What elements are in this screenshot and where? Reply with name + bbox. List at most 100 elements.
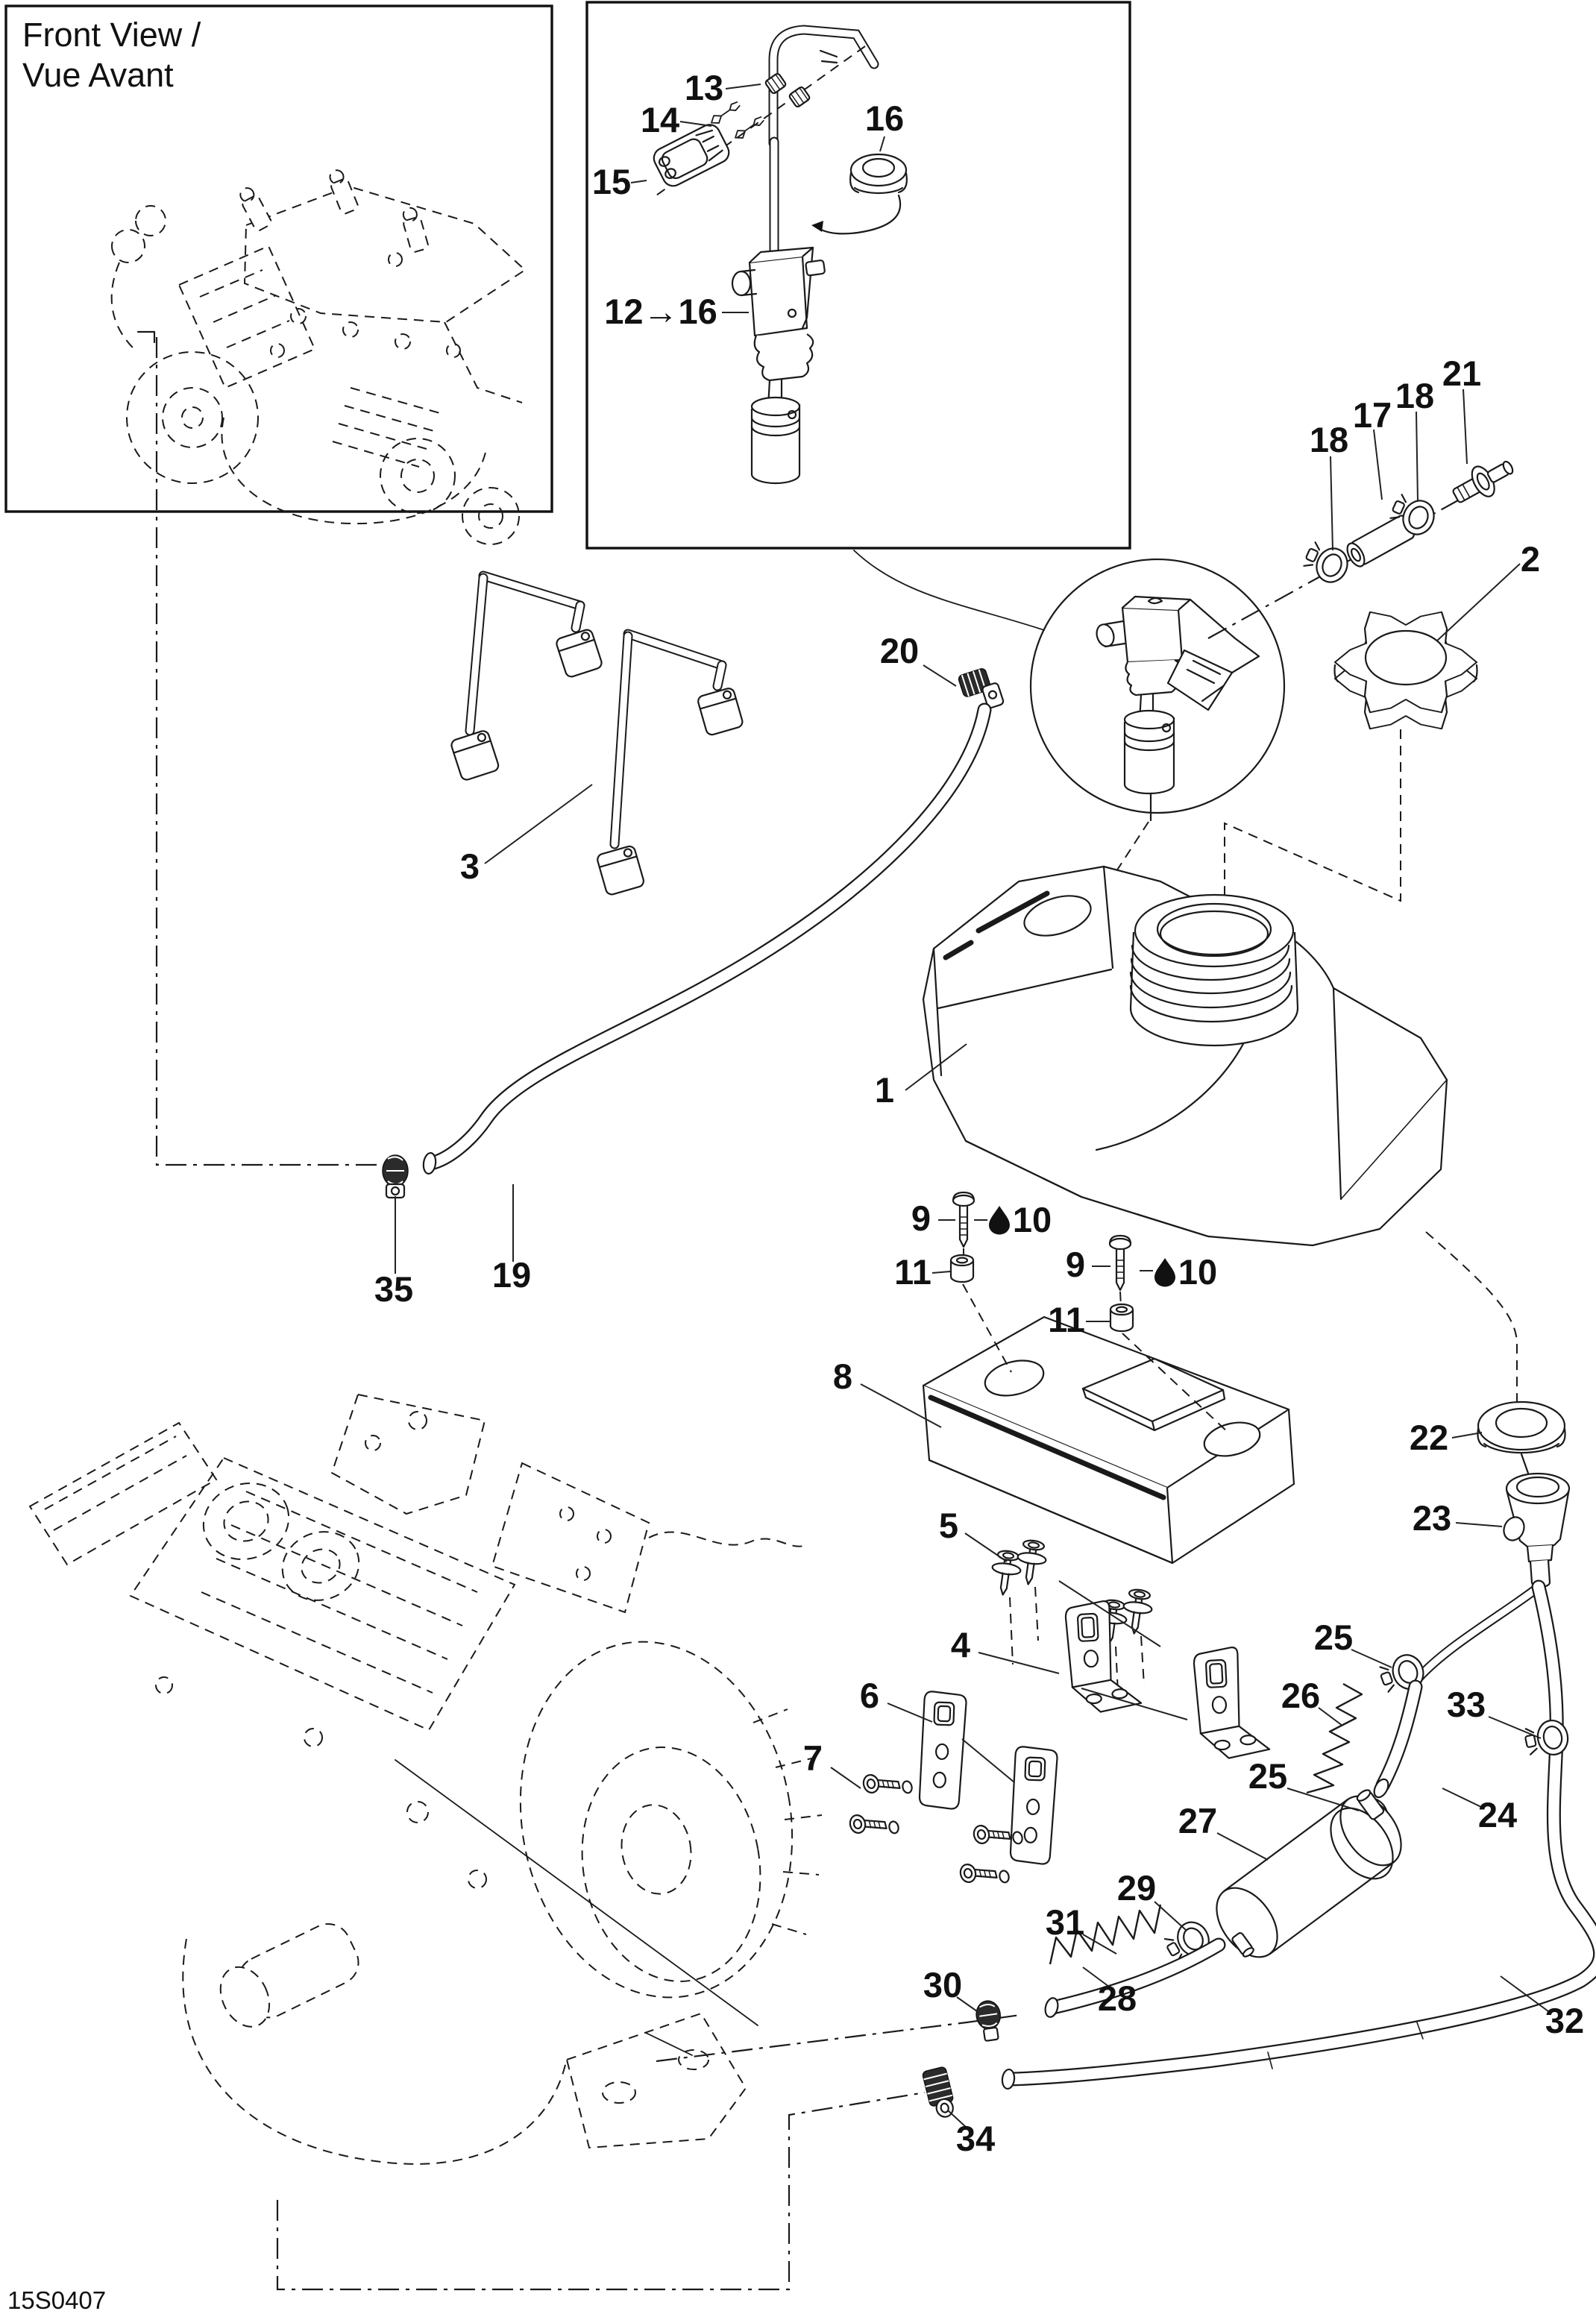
- view-title-line2: Vue Avant: [22, 56, 174, 94]
- callout-32: 32: [1500, 1975, 1584, 2040]
- svg-text:3: 3: [460, 846, 480, 886]
- callout-29: 29: [1117, 1868, 1187, 1931]
- dash-dot-reference-lines: [155, 337, 1532, 2291]
- spring-31: [1049, 1904, 1162, 1965]
- svg-text:10: 10: [1013, 1200, 1052, 1239]
- svg-text:10: 10: [1178, 1252, 1217, 1292]
- callout-11b: 11: [1048, 1300, 1111, 1339]
- vent-hose-17: [1346, 515, 1415, 568]
- svg-text:19: 19: [492, 1255, 531, 1295]
- svg-text:30: 30: [923, 1965, 962, 2005]
- svg-text:31: 31: [1046, 1902, 1084, 1942]
- mounting-brackets: [847, 1538, 1271, 1893]
- filler-cap: [1333, 611, 1478, 730]
- callout-25a: 25: [1314, 1617, 1392, 1668]
- svg-text:7: 7: [803, 1738, 823, 1778]
- callout-22: 22: [1410, 1418, 1483, 1457]
- callout-15: 15: [592, 162, 647, 201]
- callout-24: 24: [1442, 1788, 1517, 1834]
- support-fasteners: [949, 1191, 1230, 1434]
- svg-text:1: 1: [875, 1070, 894, 1110]
- l-bracket: [1192, 1644, 1271, 1761]
- filler-grommet: [849, 153, 908, 195]
- fitting-30: [975, 2000, 1001, 2042]
- wire-terminal: [735, 116, 764, 139]
- svg-text:18: 18: [1395, 376, 1434, 415]
- callout-31: 31: [1046, 1902, 1117, 1955]
- sensor-bushing: [764, 72, 787, 95]
- callout-11a: 11: [894, 1252, 951, 1292]
- fitting-34: [922, 2066, 954, 2118]
- small-screw: [958, 1854, 1011, 1893]
- oil-level-sensor-detail: [653, 25, 908, 485]
- callout-1: 1: [875, 1043, 967, 1110]
- engine-front-view-sketch: [110, 169, 527, 545]
- sensor-body: [731, 246, 826, 485]
- callout-7: 7: [803, 1738, 861, 1789]
- svg-text:8: 8: [833, 1356, 852, 1396]
- elbow-fitting: [958, 668, 1005, 709]
- fitting-21: [1452, 460, 1514, 503]
- callout-27: 27: [1178, 1801, 1269, 1861]
- retaining-straps: [450, 570, 744, 896]
- callout-9a: 9: [911, 1198, 955, 1238]
- callout-21: 21: [1442, 353, 1481, 465]
- callout-10b: 10: [1140, 1252, 1217, 1292]
- check-valve-23: [1503, 1472, 1571, 1588]
- svg-text:21: 21: [1442, 353, 1481, 393]
- callout-28: 28: [1082, 1966, 1137, 2018]
- flat-bracket: [1009, 1745, 1059, 1866]
- callout-2: 2: [1436, 539, 1540, 642]
- oil-drop-icon: [989, 1206, 1010, 1235]
- bracket-screw: [1119, 1587, 1155, 1637]
- callout-12-16: 12→16: [604, 292, 749, 331]
- callouts: 1 2 3 4 5 6 7 8 9 10 11 9 10 11 12→16 13…: [374, 68, 1584, 2158]
- bracket-screw: [1013, 1538, 1049, 1588]
- magnified-sensor-view: [382, 558, 1286, 1199]
- foam-support: [922, 1315, 1295, 1565]
- svg-text:16: 16: [865, 98, 904, 138]
- svg-text:22: 22: [1410, 1418, 1448, 1457]
- svg-text:29: 29: [1117, 1868, 1156, 1908]
- flat-bracket: [918, 1690, 968, 1811]
- svg-text:32: 32: [1545, 2001, 1584, 2040]
- sensor-connector: [653, 124, 730, 187]
- callout-18b: 18: [1395, 376, 1434, 502]
- front-view-box: [4, 4, 553, 513]
- support-screw: [1108, 1234, 1132, 1292]
- drawing-number: 15S0407: [7, 2286, 106, 2314]
- filler-neck: [1129, 893, 1299, 1047]
- svg-text:4: 4: [951, 1625, 970, 1664]
- tank-outlet-parts: [922, 1400, 1596, 2118]
- spacer-bushing: [1109, 1303, 1134, 1333]
- callout-19: 19: [492, 1184, 531, 1295]
- small-screw: [847, 1805, 901, 1844]
- callout-16: 16: [865, 98, 904, 152]
- callout-23: 23: [1413, 1498, 1503, 1538]
- svg-text:28: 28: [1098, 1978, 1137, 2018]
- svg-text:9: 9: [911, 1198, 931, 1238]
- oil-drop-icon: [1154, 1258, 1175, 1287]
- sensor-bushing: [788, 86, 811, 108]
- view-title-line1: Front View /: [22, 16, 201, 54]
- hose-clamp-35: [382, 1154, 409, 1199]
- callout-5: 5: [939, 1506, 1161, 1647]
- hose-clamp: [1299, 538, 1354, 588]
- engine-side-view-sketch: [28, 1393, 823, 2165]
- svg-text:24: 24: [1478, 1795, 1517, 1834]
- svg-text:11: 11: [894, 1252, 931, 1292]
- callout-26: 26: [1281, 1676, 1343, 1726]
- svg-text:35: 35: [374, 1269, 413, 1309]
- svg-text:25: 25: [1248, 1756, 1287, 1796]
- svg-text:26: 26: [1281, 1676, 1320, 1715]
- callout-17: 17: [1353, 395, 1392, 500]
- svg-text:14: 14: [641, 100, 679, 139]
- svg-text:17: 17: [1353, 395, 1392, 435]
- svg-text:20: 20: [880, 631, 919, 670]
- callout-14: 14: [641, 100, 712, 139]
- svg-text:25: 25: [1314, 1617, 1353, 1657]
- wire-terminal: [711, 101, 741, 124]
- svg-text:6: 6: [860, 1676, 879, 1715]
- oil-filter-27: [1216, 1789, 1402, 1958]
